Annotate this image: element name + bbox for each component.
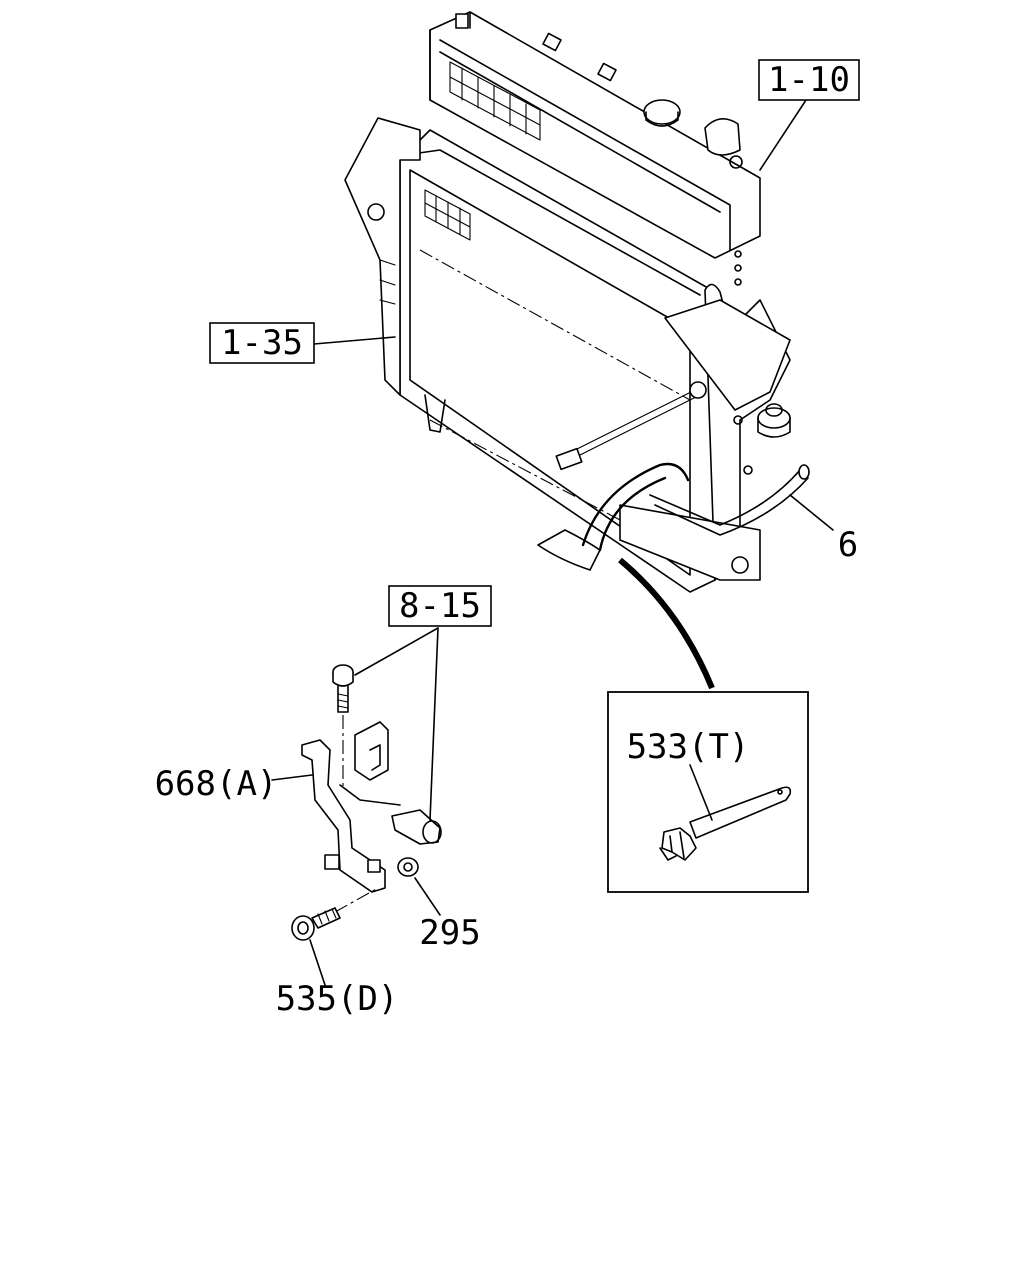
- callout-533[interactable]: 533(T): [627, 727, 750, 767]
- callout-6[interactable]: 6: [838, 525, 858, 565]
- leader-6: [789, 494, 834, 531]
- callout-1-35[interactable]: 1-35: [221, 323, 303, 363]
- leader-668: [271, 774, 313, 781]
- callout-295[interactable]: 295: [419, 913, 480, 953]
- leader-533: [689, 764, 713, 821]
- cable-tie-533: [659, 786, 792, 861]
- callout-1-10[interactable]: 1-10: [768, 60, 850, 100]
- callout-box-8-15: [388, 585, 492, 627]
- callout-8-15[interactable]: 8-15: [399, 586, 481, 626]
- leader-295: [414, 877, 441, 916]
- leader-1-35: [313, 336, 396, 345]
- leader-8-15-b: [429, 627, 439, 821]
- callout-box-1-10: [758, 59, 860, 101]
- callout-box-1-35: [209, 322, 315, 364]
- detail-arrow: [618, 557, 715, 690]
- leader-1-10: [759, 96, 809, 171]
- leader-8-15-a: [354, 627, 439, 676]
- bracket-assembly: [291, 664, 442, 941]
- callout-668[interactable]: 668(A): [155, 764, 278, 804]
- leader-535: [309, 939, 326, 986]
- callout-535[interactable]: 535(D): [276, 979, 399, 1019]
- radiator-assembly: [344, 11, 810, 593]
